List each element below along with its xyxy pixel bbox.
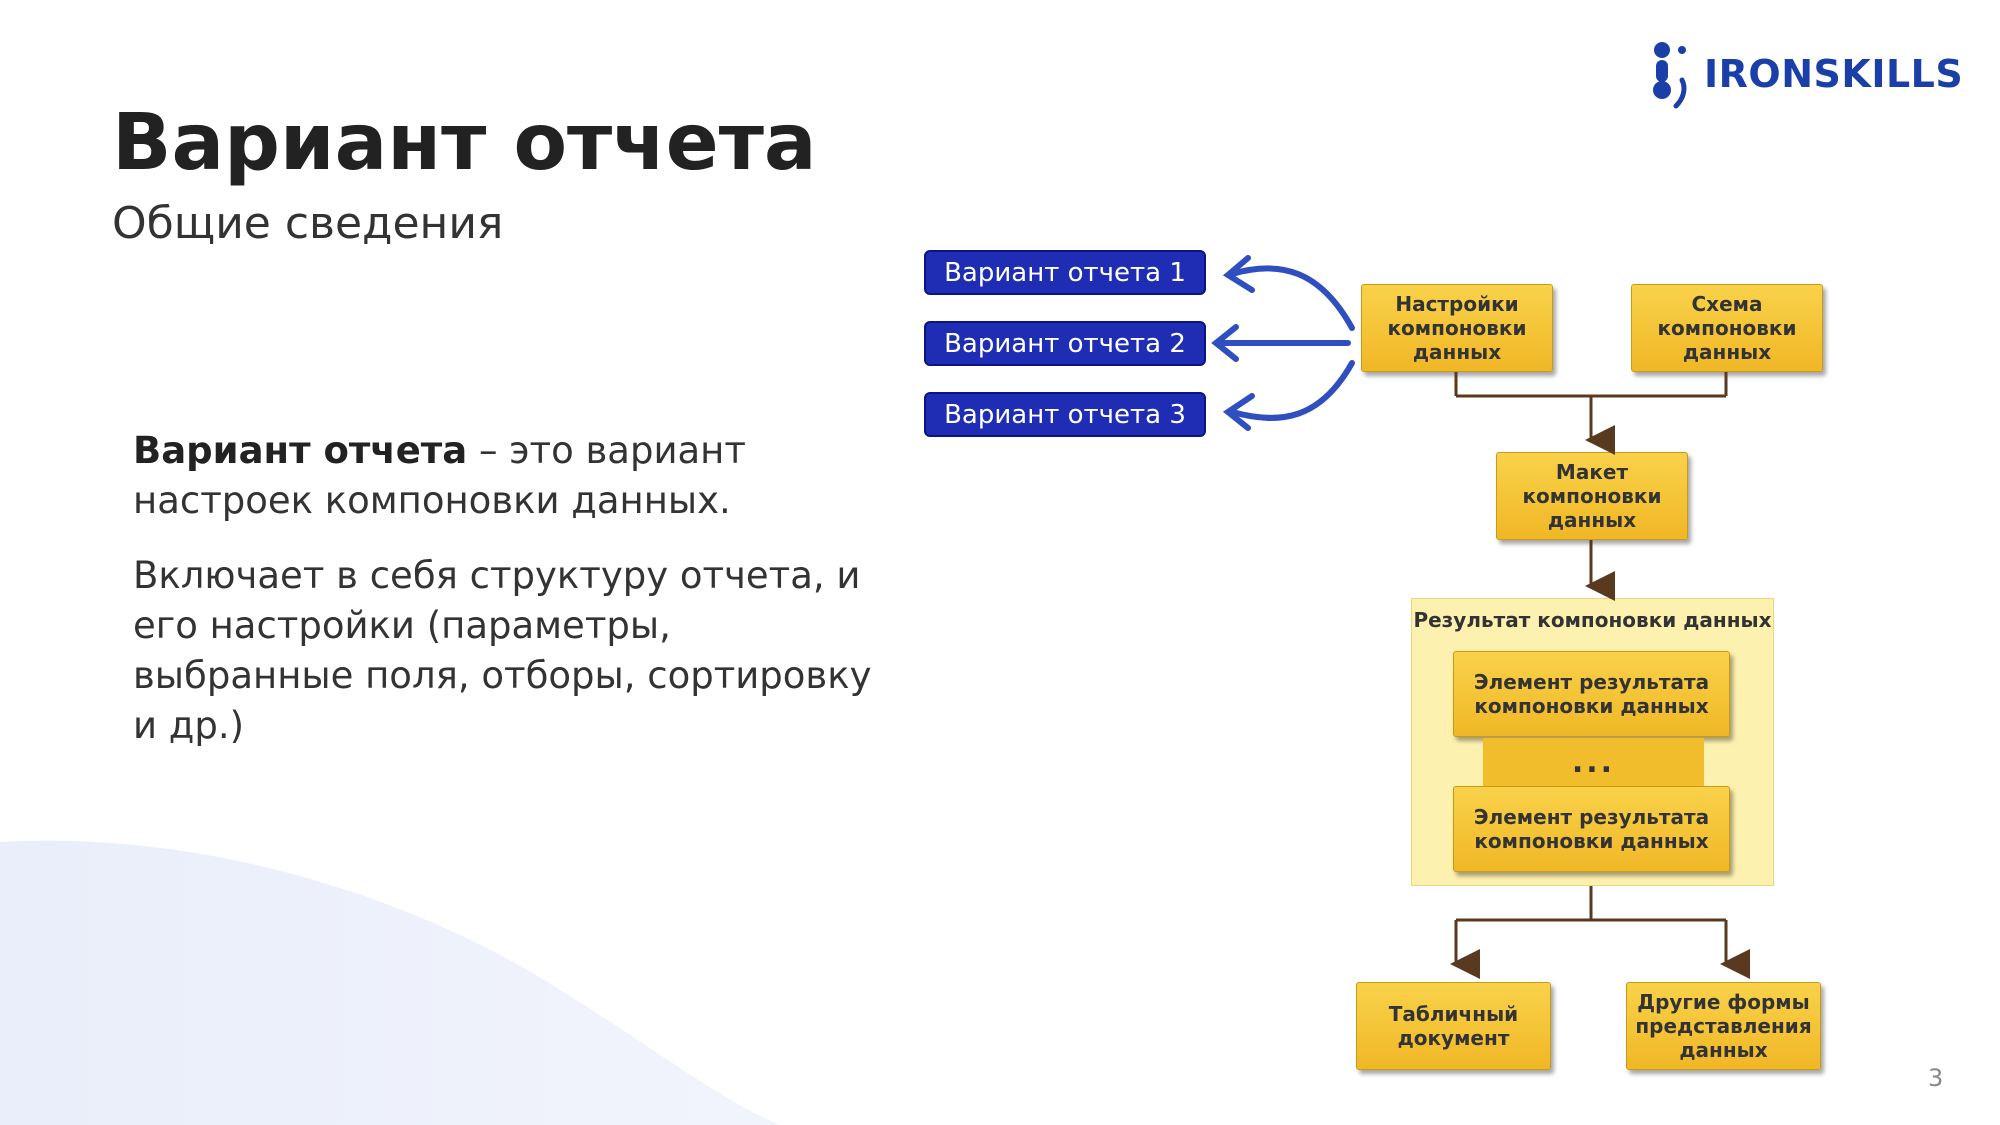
description-text: Вариант отчета – это вариант настроек ко… — [133, 426, 893, 776]
arrow-to-variant-1 — [1229, 265, 1355, 331]
report-variant-3: Вариант отчета 3 — [924, 392, 1206, 437]
logo-mark-icon — [1653, 42, 1687, 109]
report-variant-1: Вариант отчета 1 — [924, 250, 1206, 295]
arrow-to-variant-3 — [1229, 360, 1355, 421]
table-document-box: Табличный документ — [1356, 982, 1551, 1070]
schema-box: Схема компоновки данных — [1631, 284, 1823, 372]
flow-connectors — [1450, 372, 1750, 979]
report-variant-2: Вариант отчета 2 — [924, 321, 1206, 366]
ironskills-logo: IRONSKILLS — [1650, 38, 1963, 110]
definition-paragraph: Вариант отчета – это вариант настроек ко… — [133, 426, 893, 526]
page-subtitle: Общие сведения — [112, 198, 504, 249]
variant-arrows — [1211, 255, 1355, 431]
result-panel-title: Результат компоновки данных — [1413, 608, 1772, 632]
arrow-to-variant-1-head — [1222, 255, 1255, 293]
page-number: 3 — [1928, 1064, 1944, 1092]
definition-term: Вариант отчета — [133, 429, 468, 472]
arrow-to-variant-2-head — [1211, 324, 1239, 362]
layout-box: Макет компоновки данных — [1496, 452, 1688, 540]
definition-text: – это вариант настроек компоновки данных… — [133, 429, 746, 522]
result-element-1: Элемент результата компоновки данных — [1453, 651, 1730, 737]
settings-box: Настройки компоновки данных — [1361, 284, 1553, 372]
page-title: Вариант отчета — [112, 98, 817, 188]
arrow-to-variant-3-head — [1222, 393, 1255, 431]
other-forms-box: Другие формы представления данных — [1626, 982, 1821, 1070]
logo-text: IRONSKILLS — [1704, 52, 1964, 96]
result-ellipsis: ... — [1483, 738, 1704, 786]
details-paragraph: Включает в себя структуру отчета, и его … — [133, 554, 872, 747]
result-element-2: Элемент результата компоновки данных — [1453, 786, 1730, 872]
